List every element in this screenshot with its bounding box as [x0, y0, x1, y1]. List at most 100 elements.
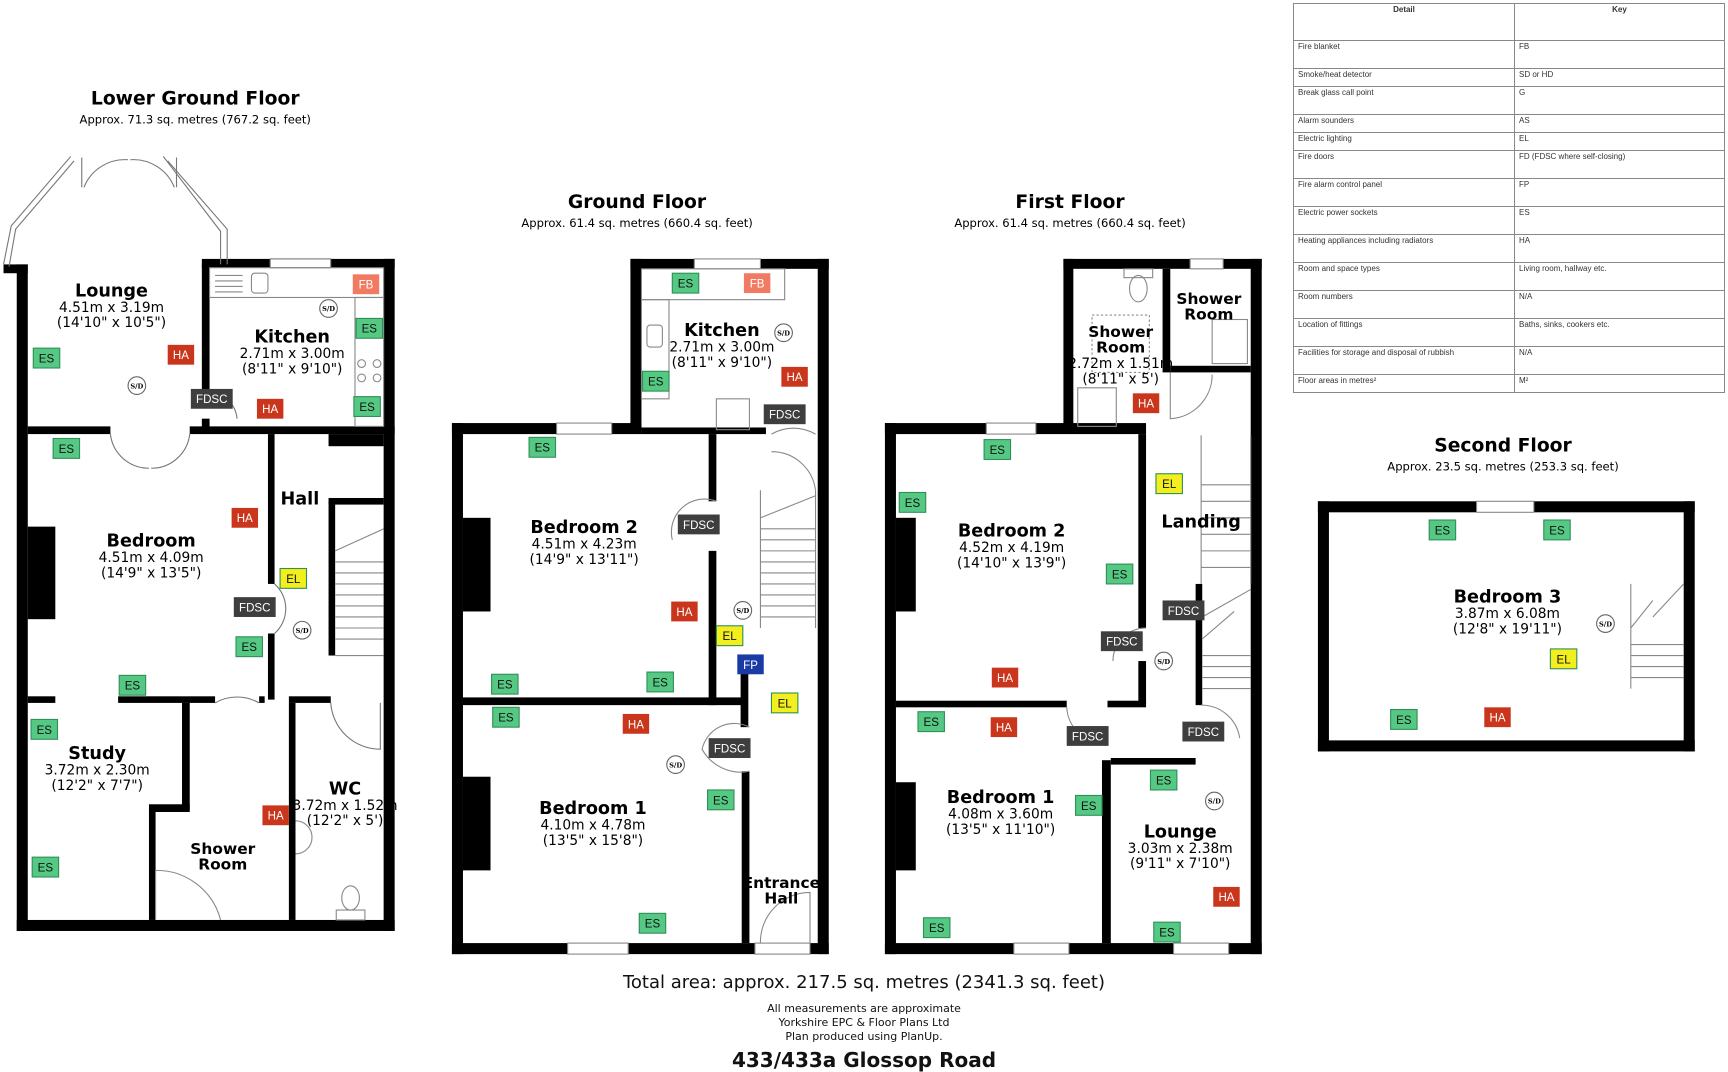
- marker-ha: HA: [262, 805, 289, 826]
- lower-ground-floor-walls: [3, 258, 395, 931]
- smoke-detector-label: S/D: [1157, 658, 1170, 666]
- marker-label: FDSC: [1188, 727, 1219, 739]
- marker-label: ES: [497, 680, 513, 692]
- smoke-detector-label: S/D: [322, 305, 335, 313]
- marker-fdsc: FDSC: [1066, 726, 1109, 746]
- room-dimensions: 4.51m x 3.19m: [59, 300, 164, 316]
- marker-label: ES: [929, 923, 945, 935]
- smoke-detector-label: S/D: [669, 761, 682, 769]
- floor-title: Ground Floor: [568, 192, 707, 213]
- ground-floor-fittings: [556, 258, 817, 955]
- first-floor-fittings: [985, 258, 1252, 955]
- second-floor-fittings: [1476, 500, 1685, 689]
- property-address: 433/433a Glossop Road: [731, 1048, 997, 1072]
- marker-label: ES: [905, 498, 921, 510]
- lower-ground-fittings: [155, 267, 385, 921]
- marker-ha: HA: [167, 344, 195, 365]
- marker-es: ES: [898, 491, 927, 513]
- marker-el: EL: [1549, 648, 1578, 670]
- key-code: FD (FDSC where self-closing): [1514, 150, 1725, 179]
- key-code: N/A: [1514, 290, 1725, 319]
- marker-es: ES: [118, 674, 147, 696]
- key-detail: Fire blanket: [1293, 40, 1515, 69]
- room-dimensions: (8'11" x 9'10"): [672, 355, 772, 371]
- smoke-detector-icon: S/D: [1596, 614, 1615, 633]
- room-dimensions: 4.08m x 3.60m: [948, 807, 1053, 823]
- marker-label: EL: [723, 631, 738, 643]
- room-dimensions: (8'11" x 9'10"): [242, 361, 342, 377]
- marker-label: ES: [652, 677, 668, 689]
- key-header-detail: Detail: [1293, 3, 1515, 41]
- room-name: Bedroom 2: [530, 518, 638, 538]
- room-name: Shower: [1088, 323, 1153, 341]
- room-name: Room: [1184, 306, 1233, 324]
- key-row: Facilities for storage and disposal of r…: [1293, 346, 1725, 375]
- total-area: Total area: approx. 217.5 sq. metres (23…: [622, 972, 1105, 993]
- marker-label: HA: [262, 404, 278, 416]
- key-detail: Location of fittings: [1293, 318, 1515, 347]
- marker-label: ES: [39, 353, 55, 365]
- marker-ha: HA: [622, 713, 650, 734]
- marker-label: ES: [498, 713, 514, 725]
- marker-label: HA: [237, 513, 253, 525]
- room-name: Kitchen: [254, 328, 330, 348]
- room-name: Room: [1096, 339, 1145, 357]
- room-dimensions: (13'5" x 15'8"): [543, 833, 643, 849]
- room-name: Kitchen: [684, 321, 760, 341]
- marker-ha: HA: [990, 717, 1018, 738]
- marker-label: ES: [535, 443, 551, 455]
- room-dimensions: (13'5" x 11'10"): [946, 822, 1055, 838]
- marker-label: FDSC: [683, 520, 714, 532]
- marker-ha: HA: [991, 667, 1019, 688]
- room-name: Bedroom 1: [539, 799, 647, 819]
- room-dimensions: (8'11" x 5'): [1082, 371, 1159, 387]
- floor-title: First Floor: [1015, 192, 1125, 213]
- marker-label: HA: [996, 723, 1012, 735]
- key-code: M²: [1514, 374, 1725, 393]
- marker-label: ES: [1435, 525, 1451, 537]
- marker-fdsc: FDSC: [1100, 631, 1143, 652]
- marker-label: ES: [362, 324, 378, 336]
- key-detail: Heating appliances including radiators: [1293, 234, 1515, 263]
- key-code: FP: [1514, 178, 1725, 207]
- smoke-detector-icon: S/D: [319, 299, 338, 318]
- marker-label: ES: [242, 642, 258, 654]
- key-code: HA: [1514, 234, 1725, 263]
- marker-label: ES: [924, 717, 940, 729]
- key-detail: Smoke/heat detector: [1293, 68, 1515, 87]
- marker-label: ES: [125, 681, 141, 693]
- second-floor-walls: [1317, 501, 1695, 752]
- marker-es: ES: [30, 718, 59, 740]
- smoke-detector-label: S/D: [130, 382, 143, 390]
- marker-label: HA: [1138, 399, 1154, 411]
- room-name: Landing: [1161, 513, 1240, 533]
- room-name: Study: [68, 744, 126, 764]
- marker-fdsc: FDSC: [677, 514, 720, 535]
- marker-es: ES: [922, 917, 951, 939]
- marker-label: FP: [743, 660, 758, 672]
- marker-label: ES: [1396, 715, 1412, 727]
- room-dimensions: 4.52m x 4.19m: [959, 540, 1064, 556]
- marker-label: FB: [359, 280, 374, 292]
- marker-label: EL: [778, 698, 793, 710]
- first-floor-walls: [884, 258, 1262, 955]
- marker-ha: HA: [231, 507, 259, 528]
- marker-es: ES: [1428, 519, 1457, 541]
- room-name: Bedroom: [107, 531, 196, 551]
- marker-ha: HA: [781, 366, 808, 387]
- room-dimensions: (9'11" x 7'10"): [1130, 856, 1230, 872]
- room-dimensions: 3.03m x 2.38m: [1128, 841, 1233, 857]
- marker-fdsc: FDSC: [1162, 600, 1205, 621]
- marker-label: ES: [1159, 927, 1175, 939]
- room-name: Bedroom 3: [1454, 588, 1562, 608]
- room-dimensions: 3.72m x 1.52m: [293, 798, 398, 814]
- room-dimensions: (14'10" x 10'5"): [57, 315, 166, 331]
- smoke-detector-label: S/D: [736, 607, 749, 615]
- marker-fdsc: FDSC: [233, 597, 276, 617]
- fire-safety-markers: ES HA FB ES ES FDSC HA ES HA EL FDSC ES ES ES HA ES S/D S…: [30, 272, 1615, 943]
